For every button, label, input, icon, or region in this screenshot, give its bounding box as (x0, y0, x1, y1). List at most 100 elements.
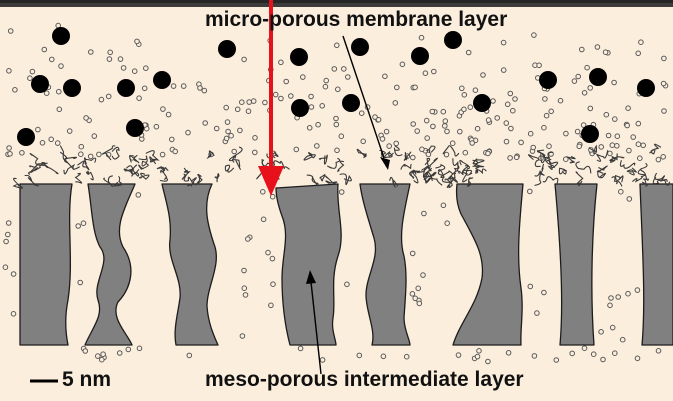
solvent-molecule (513, 97, 518, 102)
solvent-molecule (380, 137, 385, 142)
solute-molecule (126, 119, 144, 137)
solvent-molecule (142, 86, 147, 91)
solvent-molecule (599, 330, 604, 335)
solvent-molecule (656, 349, 661, 354)
solvent-molecule (126, 347, 131, 352)
solvent-molecule (271, 282, 276, 287)
solvent-molecule (558, 98, 563, 103)
polymer-chain (597, 151, 608, 162)
solvent-molecule (359, 111, 364, 116)
solute-molecule (589, 68, 607, 86)
solvent-molecule (100, 357, 105, 362)
solvent-molecule (419, 35, 424, 40)
polymer-chain (394, 146, 402, 156)
solvent-molecule (444, 152, 449, 157)
solvent-molecule (564, 131, 569, 136)
solvent-molecule (266, 250, 271, 255)
solvent-molecule (612, 80, 617, 85)
polymer-chain (76, 173, 82, 183)
solvent-molecule (627, 148, 632, 153)
solvent-molecule (462, 93, 467, 98)
polymer-chain (326, 176, 337, 184)
solvent-molecule (599, 145, 604, 150)
solvent-molecule (20, 151, 25, 156)
solvent-molecule (531, 145, 536, 150)
solvent-molecule (477, 349, 482, 354)
solvent-molecule (445, 221, 450, 226)
solvent-molecule (395, 85, 400, 90)
polymer-chain (320, 175, 325, 181)
solute-molecule (444, 31, 462, 49)
solvent-molecule (154, 124, 159, 129)
solvent-molecule (636, 121, 641, 126)
solvent-molecule (224, 105, 229, 110)
solvent-molecule (549, 109, 554, 114)
solvent-molecule (394, 141, 399, 146)
polymer-chain (568, 157, 575, 163)
solvent-molecule (608, 303, 613, 308)
solvent-molecule (173, 149, 178, 154)
polymer-chain (215, 174, 219, 182)
solvent-molecule (416, 286, 421, 291)
solvent-molecule (508, 156, 513, 161)
solvent-molecule (11, 312, 16, 317)
solvent-molecule (445, 129, 450, 134)
solvent-molecule (336, 87, 341, 92)
solvent-molecule (582, 346, 587, 351)
solvent-molecule (316, 122, 321, 127)
solvent-molecule (532, 354, 537, 359)
polymer-chain (338, 161, 344, 171)
polymer-chain (30, 154, 48, 168)
solvent-molecule (619, 189, 624, 194)
solvent-molecule (547, 144, 552, 149)
solvent-molecule (384, 129, 389, 134)
solvent-molecule (269, 303, 274, 308)
solvent-molecule (136, 193, 141, 198)
solvent-molecule (528, 284, 533, 289)
solvent-molecule (242, 286, 247, 291)
polymer-chain (650, 144, 661, 154)
polymer-chain (599, 166, 607, 173)
solvent-molecule (243, 293, 248, 298)
solvent-molecule (576, 74, 581, 79)
polymer-chain (86, 171, 93, 179)
solvent-molecule (28, 76, 33, 81)
solute-molecule (153, 71, 171, 89)
solvent-molecule (181, 84, 186, 89)
solvent-molecule (424, 118, 429, 123)
solute-molecule (637, 79, 655, 97)
solvent-molecule (588, 106, 593, 111)
solvent-molecule (44, 91, 49, 96)
solvent-molecule (253, 150, 258, 155)
polymer-chain (528, 155, 540, 167)
solvent-molecule (450, 141, 455, 146)
solvent-molecule (501, 40, 506, 45)
polymer-chain (14, 178, 23, 188)
solvent-molecule (373, 115, 378, 120)
polymer-chain (78, 161, 89, 170)
solvent-molecule (332, 67, 337, 72)
solvent-molecule (247, 100, 252, 105)
solute-molecule (581, 125, 599, 143)
solvent-molecule (137, 96, 142, 101)
solvent-molecule (242, 268, 247, 273)
solvent-molecule (475, 354, 480, 359)
solvent-molecule (357, 353, 362, 358)
solvent-molecule (160, 152, 165, 157)
solvent-molecule (475, 126, 480, 131)
solvent-molecule (572, 79, 577, 84)
solvent-molecule (635, 356, 640, 361)
solvent-molecule (463, 150, 468, 155)
solvent-molecule (251, 99, 256, 104)
solvent-molecule (610, 143, 615, 148)
solvent-molecule (108, 50, 113, 55)
solvent-molecule (481, 73, 486, 78)
solvent-molecule (224, 136, 229, 141)
solvent-molecule (235, 107, 240, 112)
solvent-molecule (84, 116, 89, 121)
solvent-molecule (323, 84, 328, 89)
solvent-molecule (387, 144, 392, 149)
solvent-molecule (580, 47, 585, 52)
